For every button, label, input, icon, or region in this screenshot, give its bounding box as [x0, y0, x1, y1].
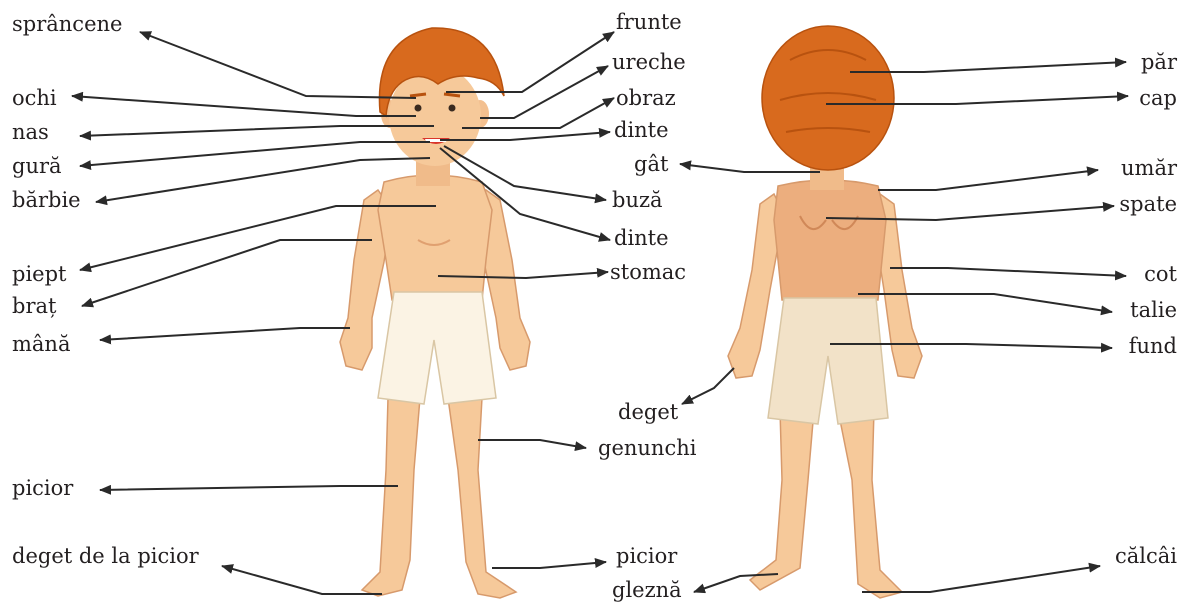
label-nas: nas	[12, 120, 49, 144]
pointer-picior-left	[100, 486, 398, 490]
pointer-umar	[878, 170, 1098, 190]
label-dinte-1: dinte	[614, 118, 669, 142]
label-deget: deget	[618, 400, 678, 424]
label-par: păr	[1141, 50, 1177, 74]
label-picior-left: picior	[12, 476, 73, 500]
pointer-genunchi	[478, 440, 586, 448]
label-buza: buză	[612, 188, 663, 212]
front-eye-left	[415, 105, 422, 112]
front-boy-figure	[340, 28, 530, 598]
label-gura: gură	[12, 154, 62, 178]
label-spate: spate	[1119, 192, 1177, 216]
label-umar: umăr	[1121, 156, 1177, 180]
label-glezna: gleznă	[612, 578, 682, 602]
front-left-leg	[362, 398, 420, 596]
back-shorts	[768, 298, 888, 424]
pointer-cot	[890, 268, 1126, 276]
pointer-sprancene	[140, 32, 416, 98]
front-torso	[378, 175, 492, 300]
pointer-par	[850, 62, 1126, 72]
label-obraz: obraz	[616, 86, 676, 110]
back-left-leg	[750, 410, 814, 590]
pointer-gura	[80, 142, 430, 166]
pointer-gat	[680, 164, 820, 172]
pointer-deget	[682, 368, 734, 404]
label-sprancene: sprâncene	[12, 12, 122, 36]
label-brat: braț	[12, 294, 56, 318]
label-barbie: bărbie	[12, 188, 81, 212]
back-right-leg	[838, 410, 902, 598]
pointer-nas	[80, 126, 434, 136]
pointer-brat	[82, 240, 372, 306]
label-genunchi: genunchi	[598, 436, 696, 460]
label-calcai: călcâi	[1115, 544, 1177, 568]
label-mana: mână	[12, 332, 70, 356]
label-deget-de-la-picior: deget de la picior	[12, 544, 199, 568]
label-dinte-2: dinte	[614, 226, 669, 250]
label-picior-right: picior	[616, 544, 677, 568]
pointer-ochi	[72, 96, 416, 116]
front-shorts	[378, 292, 496, 404]
label-fund: fund	[1129, 334, 1177, 358]
label-stomac: stomac	[610, 260, 686, 284]
label-talie: talie	[1130, 298, 1177, 322]
label-frunte: frunte	[616, 10, 682, 34]
back-boy-figure	[728, 26, 922, 598]
pointer-picior-right	[492, 562, 606, 568]
pointer-lines	[72, 32, 1128, 594]
label-cap: cap	[1139, 86, 1177, 110]
label-cot: cot	[1144, 262, 1177, 286]
pointer-mana	[100, 328, 350, 340]
back-torso	[774, 180, 886, 300]
label-piept: piept	[12, 262, 66, 286]
front-eye-right	[449, 105, 456, 112]
back-hair	[762, 26, 894, 170]
label-ochi: ochi	[12, 86, 57, 110]
pointer-deget-picior	[222, 566, 382, 594]
label-gat: gât	[634, 152, 668, 176]
label-ureche: ureche	[612, 50, 686, 74]
